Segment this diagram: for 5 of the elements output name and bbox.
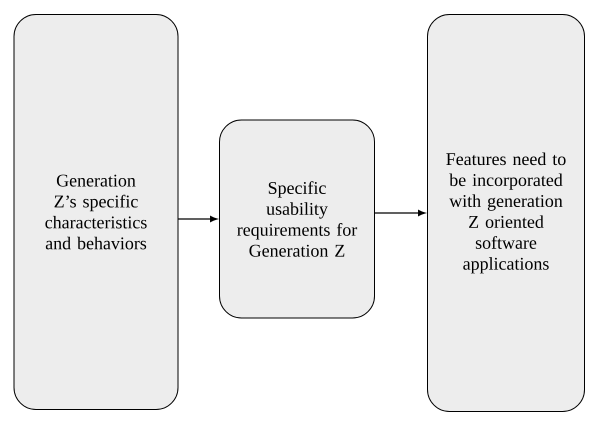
arrow <box>178 216 218 222</box>
process-box: Features need to be incorporated with generation Z oriented software applications <box>427 14 585 412</box>
arrow <box>375 210 426 216</box>
process-box: Specific usability requirements for Generation Z <box>219 120 375 318</box>
process-box: Generation Z’s specific characteristics and behaviors <box>14 14 178 410</box>
